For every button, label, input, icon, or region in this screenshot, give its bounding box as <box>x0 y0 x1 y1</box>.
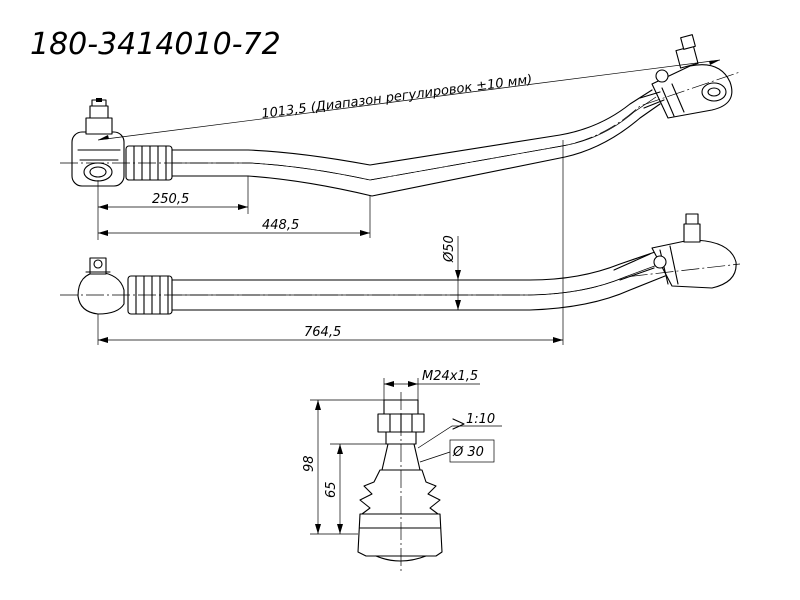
tube-upper-edge <box>169 89 653 166</box>
dim-diameter-label: Ø50 <box>442 235 457 263</box>
dim-total-length-label: 1013,5 (Диапазон регулировок ±10 мм) <box>261 72 534 122</box>
dim-bend-end-label: 448,5 <box>262 218 299 233</box>
ball-joint-left-top <box>71 98 125 187</box>
dimension-thread: M24x1,5 <box>383 369 480 400</box>
dim-pin-height-label: 65 <box>324 481 339 498</box>
detail-boot <box>359 469 441 515</box>
part-number-title: 180-3414010-72 <box>30 27 281 62</box>
ball-joint-right-side <box>613 213 737 289</box>
ball-joint-right-top <box>639 34 733 119</box>
dim-pin-diameter-label: Ø 30 <box>452 445 484 460</box>
tie-rod-top-view <box>60 34 741 197</box>
detail-housing <box>357 513 443 557</box>
dimension-taper: 1:10 <box>417 412 502 449</box>
dimension-tube-diameter: Ø50 <box>442 235 461 310</box>
dim-bend-start-label: 250,5 <box>152 192 189 207</box>
ball-joint-detail <box>357 392 443 574</box>
dimension-heights: 98 65 <box>302 399 388 535</box>
dim-taper-label: 1:10 <box>466 412 495 427</box>
tie-rod-side-view <box>60 213 741 315</box>
tube-lower-edge <box>169 103 661 197</box>
dimension-pin-diameter: Ø 30 <box>419 439 495 463</box>
dim-side-length-label: 764,5 <box>304 325 341 340</box>
dim-thread-label: M24x1,5 <box>422 369 478 384</box>
dim-joint-height-label: 98 <box>302 455 317 472</box>
ball-joint-left-side <box>77 257 125 315</box>
dimension-side-length: 764,5 <box>97 314 563 345</box>
dimension-bend-positions: 250,5 448,5 <box>97 176 371 240</box>
